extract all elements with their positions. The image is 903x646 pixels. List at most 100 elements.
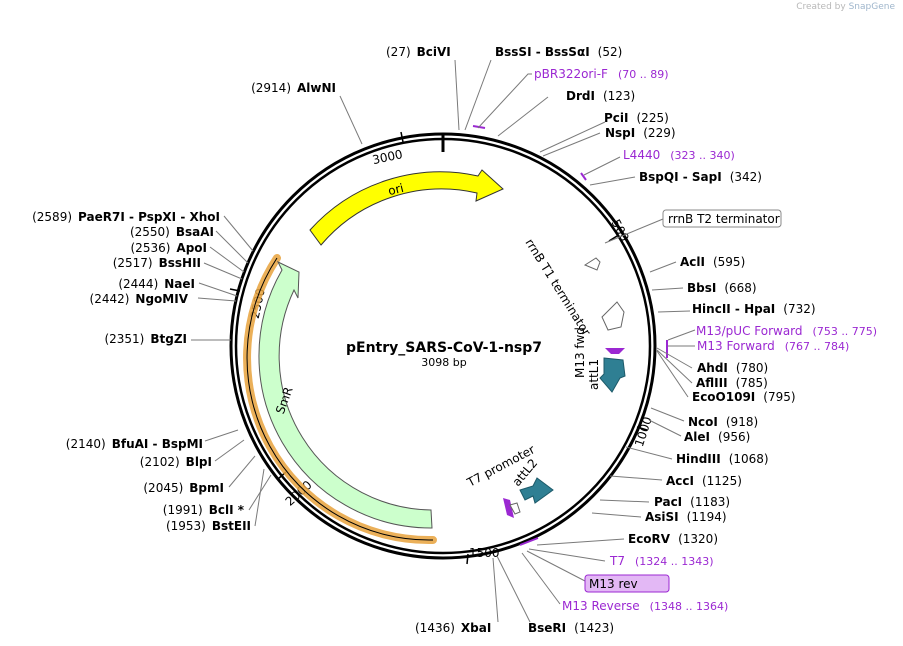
enzyme-afliii[interactable]: AflIII xyxy=(696,376,728,390)
inner-features: rrnB T1 terminator M13 fwd attL1 attL2 T… xyxy=(464,236,626,518)
plasmid-length: 3098 bp xyxy=(421,356,466,369)
enzyme-bsteii[interactable]: BstEII xyxy=(212,519,251,533)
ori-feature[interactable]: ori xyxy=(309,169,504,246)
enzyme-bsshii[interactable]: BssHII xyxy=(159,256,201,270)
svg-text:DrdI(123): DrdI(123) xyxy=(566,89,635,103)
rrnb-t2-label: rrnB T2 terminator xyxy=(668,212,780,226)
enzyme-ngomiv[interactable]: NgoMIV xyxy=(135,292,188,306)
enzyme-bsaai[interactable]: BsaAI xyxy=(176,225,214,239)
m13-rev-box[interactable] xyxy=(584,574,670,593)
primer-t7[interactable]: T7 xyxy=(609,554,625,568)
leader-lines xyxy=(191,59,696,623)
svg-text:BssSI - BssSαI(52): BssSI - BssSαI(52) xyxy=(495,45,622,59)
smr-feature[interactable]: SmR xyxy=(243,254,437,545)
enzyme-asisi[interactable]: AsiSI xyxy=(645,510,679,524)
svg-text:M13 Reverse(1348 .. 1364): M13 Reverse(1348 .. 1364) xyxy=(562,599,728,613)
enzyme-bbsi[interactable]: BbsI xyxy=(687,281,716,295)
svg-text:HincII - HpaI(732): HincII - HpaI(732) xyxy=(692,302,816,316)
svg-text:EcoRV(1320): EcoRV(1320) xyxy=(628,532,718,546)
svg-text:AhdI(780): AhdI(780) xyxy=(697,361,768,375)
svg-text:PciI(225): PciI(225) xyxy=(604,111,669,125)
enzyme-apoi[interactable]: ApoI xyxy=(176,241,207,255)
enzyme-nspi[interactable]: NspI xyxy=(605,126,635,140)
enzyme-btgzi[interactable]: BtgZI xyxy=(150,332,187,346)
enzyme-acli[interactable]: AclI xyxy=(680,255,705,269)
primer-pbr322ori-f[interactable]: pBR322ori-F xyxy=(534,67,608,81)
backbone xyxy=(229,132,657,560)
enzyme-hincii[interactable]: HincII - HpaI xyxy=(692,302,775,316)
svg-text:NcoI(918): NcoI(918) xyxy=(688,415,758,429)
enzyme-bcivi[interactable]: BciVI xyxy=(417,45,451,59)
svg-text:EcoO109I(795): EcoO109I(795) xyxy=(692,390,796,404)
primer-l4440[interactable]: L4440 xyxy=(623,148,660,162)
primer-marks xyxy=(472,125,668,546)
svg-text:L4440(323 .. 340): L4440(323 .. 340) xyxy=(623,148,735,162)
svg-text:BbsI(668): BbsI(668) xyxy=(687,281,757,295)
enzyme-ecorv[interactable]: EcoRV xyxy=(628,532,671,546)
enzyme-pcii[interactable]: PciI xyxy=(604,111,629,125)
rrnb-t1-shape xyxy=(601,301,625,331)
enzyme-labels-left: (1953)BstEII (1991)BclI * (2045)BpmI (21… xyxy=(32,81,336,533)
tick-3000: 3000 xyxy=(371,147,404,167)
svg-text:AleI(956): AleI(956) xyxy=(684,430,750,444)
svg-text:HindIII(1068): HindIII(1068) xyxy=(676,452,769,466)
primer-m13-forward[interactable]: M13 Forward xyxy=(697,339,775,353)
svg-text:(2102)BlpI: (2102)BlpI xyxy=(140,455,212,469)
primer-m13-puc-forward[interactable]: M13/pUC Forward xyxy=(696,324,803,338)
enzyme-bseri[interactable]: BseRI xyxy=(528,621,566,635)
m13-rev-label: M13 rev xyxy=(589,577,638,591)
lac-shape xyxy=(509,502,521,515)
enzyme-paci[interactable]: PacI xyxy=(654,495,682,509)
attl2-arrow[interactable] xyxy=(519,477,554,504)
attl1-arrow[interactable] xyxy=(599,357,626,393)
t7-promoter-arrow xyxy=(503,498,514,518)
enzyme-paer7i[interactable]: PaeR7I - PspXI - XhoI xyxy=(78,210,220,224)
enzyme-bfuai[interactable]: BfuAI - BspMI xyxy=(112,437,203,451)
enzyme-labels-right: (27)BciVI BssSI - BssSαI(52) pBR322ori-F… xyxy=(386,45,877,635)
svg-text:(2550)BsaAI: (2550)BsaAI xyxy=(130,225,214,239)
enzyme-bspqi[interactable]: BspQI - SapI xyxy=(639,170,722,184)
enzyme-bcli[interactable]: BclI * xyxy=(209,503,245,517)
enzyme-xbai[interactable]: XbaI xyxy=(461,621,491,635)
rrnb-t1-arrow xyxy=(583,257,601,271)
svg-text:(2517)BssHII: (2517)BssHII xyxy=(113,256,201,270)
svg-text:T7(1324 .. 1343): T7(1324 .. 1343) xyxy=(609,554,714,568)
ori-label: ori xyxy=(387,181,406,198)
svg-text:(2045)BpmI: (2045)BpmI xyxy=(143,481,224,495)
svg-text:M13/pUC Forward(753 .. 775): M13/pUC Forward(753 .. 775) xyxy=(696,324,877,338)
enzyme-ncoi[interactable]: NcoI xyxy=(688,415,718,429)
enzyme-blpi[interactable]: BlpI xyxy=(186,455,212,469)
enzyme-ecoo109i[interactable]: EcoO109I xyxy=(692,390,755,404)
svg-text:(2444)NaeI: (2444)NaeI xyxy=(118,277,195,291)
svg-text:(1991)BclI *: (1991)BclI * xyxy=(163,503,245,517)
enzyme-alei[interactable]: AleI xyxy=(684,430,710,444)
credit-brand: SnapGene xyxy=(848,2,895,12)
svg-text:AclI(595): AclI(595) xyxy=(680,255,745,269)
svg-text:(1953)BstEII: (1953)BstEII xyxy=(166,519,251,533)
svg-text:(2140)BfuAI - BspMI: (2140)BfuAI - BspMI xyxy=(66,437,203,451)
svg-text:AflIII(785): AflIII(785) xyxy=(696,376,768,390)
rrnb-t2-box[interactable] xyxy=(662,209,782,228)
svg-text:M13 Forward(767 .. 784): M13 Forward(767 .. 784) xyxy=(697,339,849,353)
primer-m13-reverse[interactable]: M13 Reverse xyxy=(562,599,640,613)
svg-text:(1436)XbaI: (1436)XbaI xyxy=(415,621,491,635)
enzyme-drdi[interactable]: DrdI xyxy=(566,89,595,103)
enzyme-ahdi[interactable]: AhdI xyxy=(697,361,728,375)
credit-prefix: Created by xyxy=(796,2,846,12)
tick-1500: 1500 xyxy=(469,546,500,560)
enzyme-naei[interactable]: NaeI xyxy=(164,277,195,291)
enzyme-bsssi[interactable]: BssSI - BssSαI xyxy=(495,45,590,59)
svg-text:AsiSI(1194): AsiSI(1194) xyxy=(645,510,727,524)
svg-text:pBR322ori-F(70 .. 89): pBR322ori-F(70 .. 89) xyxy=(534,67,669,81)
enzyme-hindiii[interactable]: HindIII xyxy=(676,452,721,466)
attl1-label: attL1 xyxy=(587,359,601,390)
svg-text:(2442)NgoMIV: (2442)NgoMIV xyxy=(90,292,189,306)
plasmid-name: pEntry_SARS-CoV-1-nsp7 xyxy=(346,340,542,356)
svg-text:AccI(1125): AccI(1125) xyxy=(666,474,742,488)
enzyme-acci[interactable]: AccI xyxy=(666,474,694,488)
rrnb-t1-label: rrnB T1 terminator xyxy=(522,236,593,338)
enzyme-alwni[interactable]: AlwNI xyxy=(297,81,336,95)
m13-fwd-inner-label: M13 fwd xyxy=(573,327,587,378)
svg-text:(27)BciVI: (27)BciVI xyxy=(386,45,451,59)
enzyme-bpmi[interactable]: BpmI xyxy=(189,481,224,495)
